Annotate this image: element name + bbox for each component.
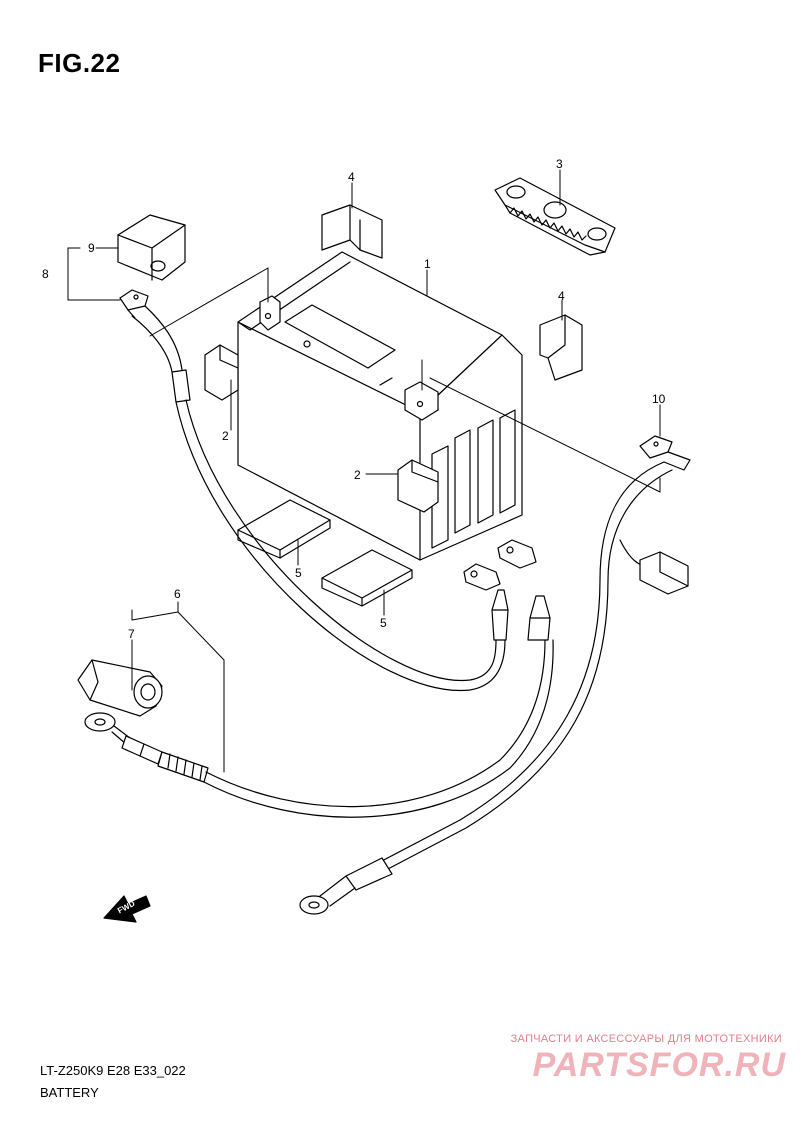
callout-2-left: 2 bbox=[222, 429, 229, 443]
battery-holder-plate bbox=[494, 177, 616, 256]
lead-wire-positive bbox=[119, 289, 509, 692]
callout-10: 10 bbox=[652, 392, 666, 406]
callout-4-right: 4 bbox=[558, 289, 565, 303]
callout-1: 1 bbox=[424, 257, 431, 271]
watermark-logo: PARTSFOR.RU bbox=[532, 1046, 786, 1084]
callout-3: 3 bbox=[556, 157, 563, 171]
leader-lines bbox=[67, 169, 661, 773]
callout-9: 9 bbox=[88, 241, 95, 255]
callout-2-right: 2 bbox=[354, 468, 361, 482]
battery-pad-right bbox=[397, 459, 439, 513]
assembly-lines bbox=[149, 267, 661, 493]
cushion-right bbox=[539, 314, 583, 381]
battery bbox=[237, 251, 523, 561]
cushion-upper bbox=[321, 204, 383, 259]
pad-under-right bbox=[321, 549, 413, 607]
callout-4-upper: 4 bbox=[348, 170, 355, 184]
battery-pad-left bbox=[204, 344, 239, 401]
section-name: BATTERY bbox=[40, 1085, 99, 1100]
figure-title: FIG.22 bbox=[38, 48, 121, 78]
ground-wire bbox=[84, 539, 554, 818]
pad-under-left bbox=[237, 499, 331, 559]
terminal-cover-left bbox=[117, 214, 186, 281]
callout-5-right: 5 bbox=[380, 616, 387, 630]
fwd-arrow-icon bbox=[103, 895, 151, 923]
callout-5-left: 5 bbox=[295, 566, 302, 580]
watermark-tagline: ЗАПЧАСТИ И АКСЕССУАРЫ ДЛЯ МОТОТЕХНИКИ bbox=[510, 1033, 782, 1045]
callout-7: 7 bbox=[128, 627, 135, 641]
model-code: LT-Z250K9 E28 E33_022 bbox=[40, 1063, 186, 1078]
callout-6: 6 bbox=[174, 587, 181, 601]
callout-8: 8 bbox=[42, 267, 49, 281]
lead-wire-negative bbox=[299, 435, 691, 915]
ground-cap bbox=[77, 659, 163, 717]
